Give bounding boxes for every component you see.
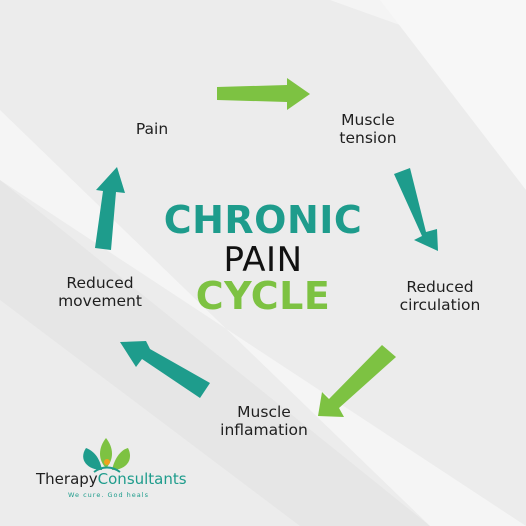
step-pain-line1: Pain	[135, 120, 169, 138]
brand-name-part2: Consultants	[97, 470, 187, 488]
title-chronic: CHRONIC	[163, 198, 363, 242]
step-reduced-circulation-line1: Reduced	[406, 278, 474, 296]
step-muscle-tension-line1: Muscle	[341, 111, 395, 129]
step-reduced-circulation: Reduced circulation	[392, 278, 488, 314]
step-muscle-tension-line2: tension	[339, 129, 397, 147]
title-cycle: CYCLE	[195, 274, 331, 318]
step-muscle-inflamation-line2: inflamation	[220, 421, 308, 439]
step-reduced-movement: Reduced movement	[48, 274, 152, 310]
arrow-muscle-inflamation-to-reduced-movement	[120, 341, 210, 398]
step-pain: Pain	[126, 120, 178, 138]
title-pain: PAIN	[223, 240, 303, 280]
step-muscle-tension: Muscle tension	[328, 111, 408, 147]
therapy-consultants-logo-icon	[83, 438, 131, 473]
step-muscle-inflamation: Muscle inflamation	[216, 403, 312, 439]
brand-tagline: We cure. God heals	[68, 491, 149, 499]
brand-name-part1: Therapy	[36, 470, 98, 488]
step-reduced-movement-line2: movement	[58, 292, 142, 310]
step-reduced-movement-line1: Reduced	[66, 274, 134, 292]
arrow-pain-to-muscle-tension	[217, 78, 310, 110]
brand-name: TherapyConsultants	[36, 470, 187, 488]
arrow-reduced-movement-to-pain	[95, 167, 125, 250]
step-muscle-inflamation-line1: Muscle	[237, 403, 291, 421]
step-reduced-circulation-line2: circulation	[399, 296, 481, 314]
arrow-muscle-tension-to-reduced-circulation	[394, 168, 438, 251]
arrow-reduced-circulation-to-muscle-inflamation	[318, 345, 396, 417]
